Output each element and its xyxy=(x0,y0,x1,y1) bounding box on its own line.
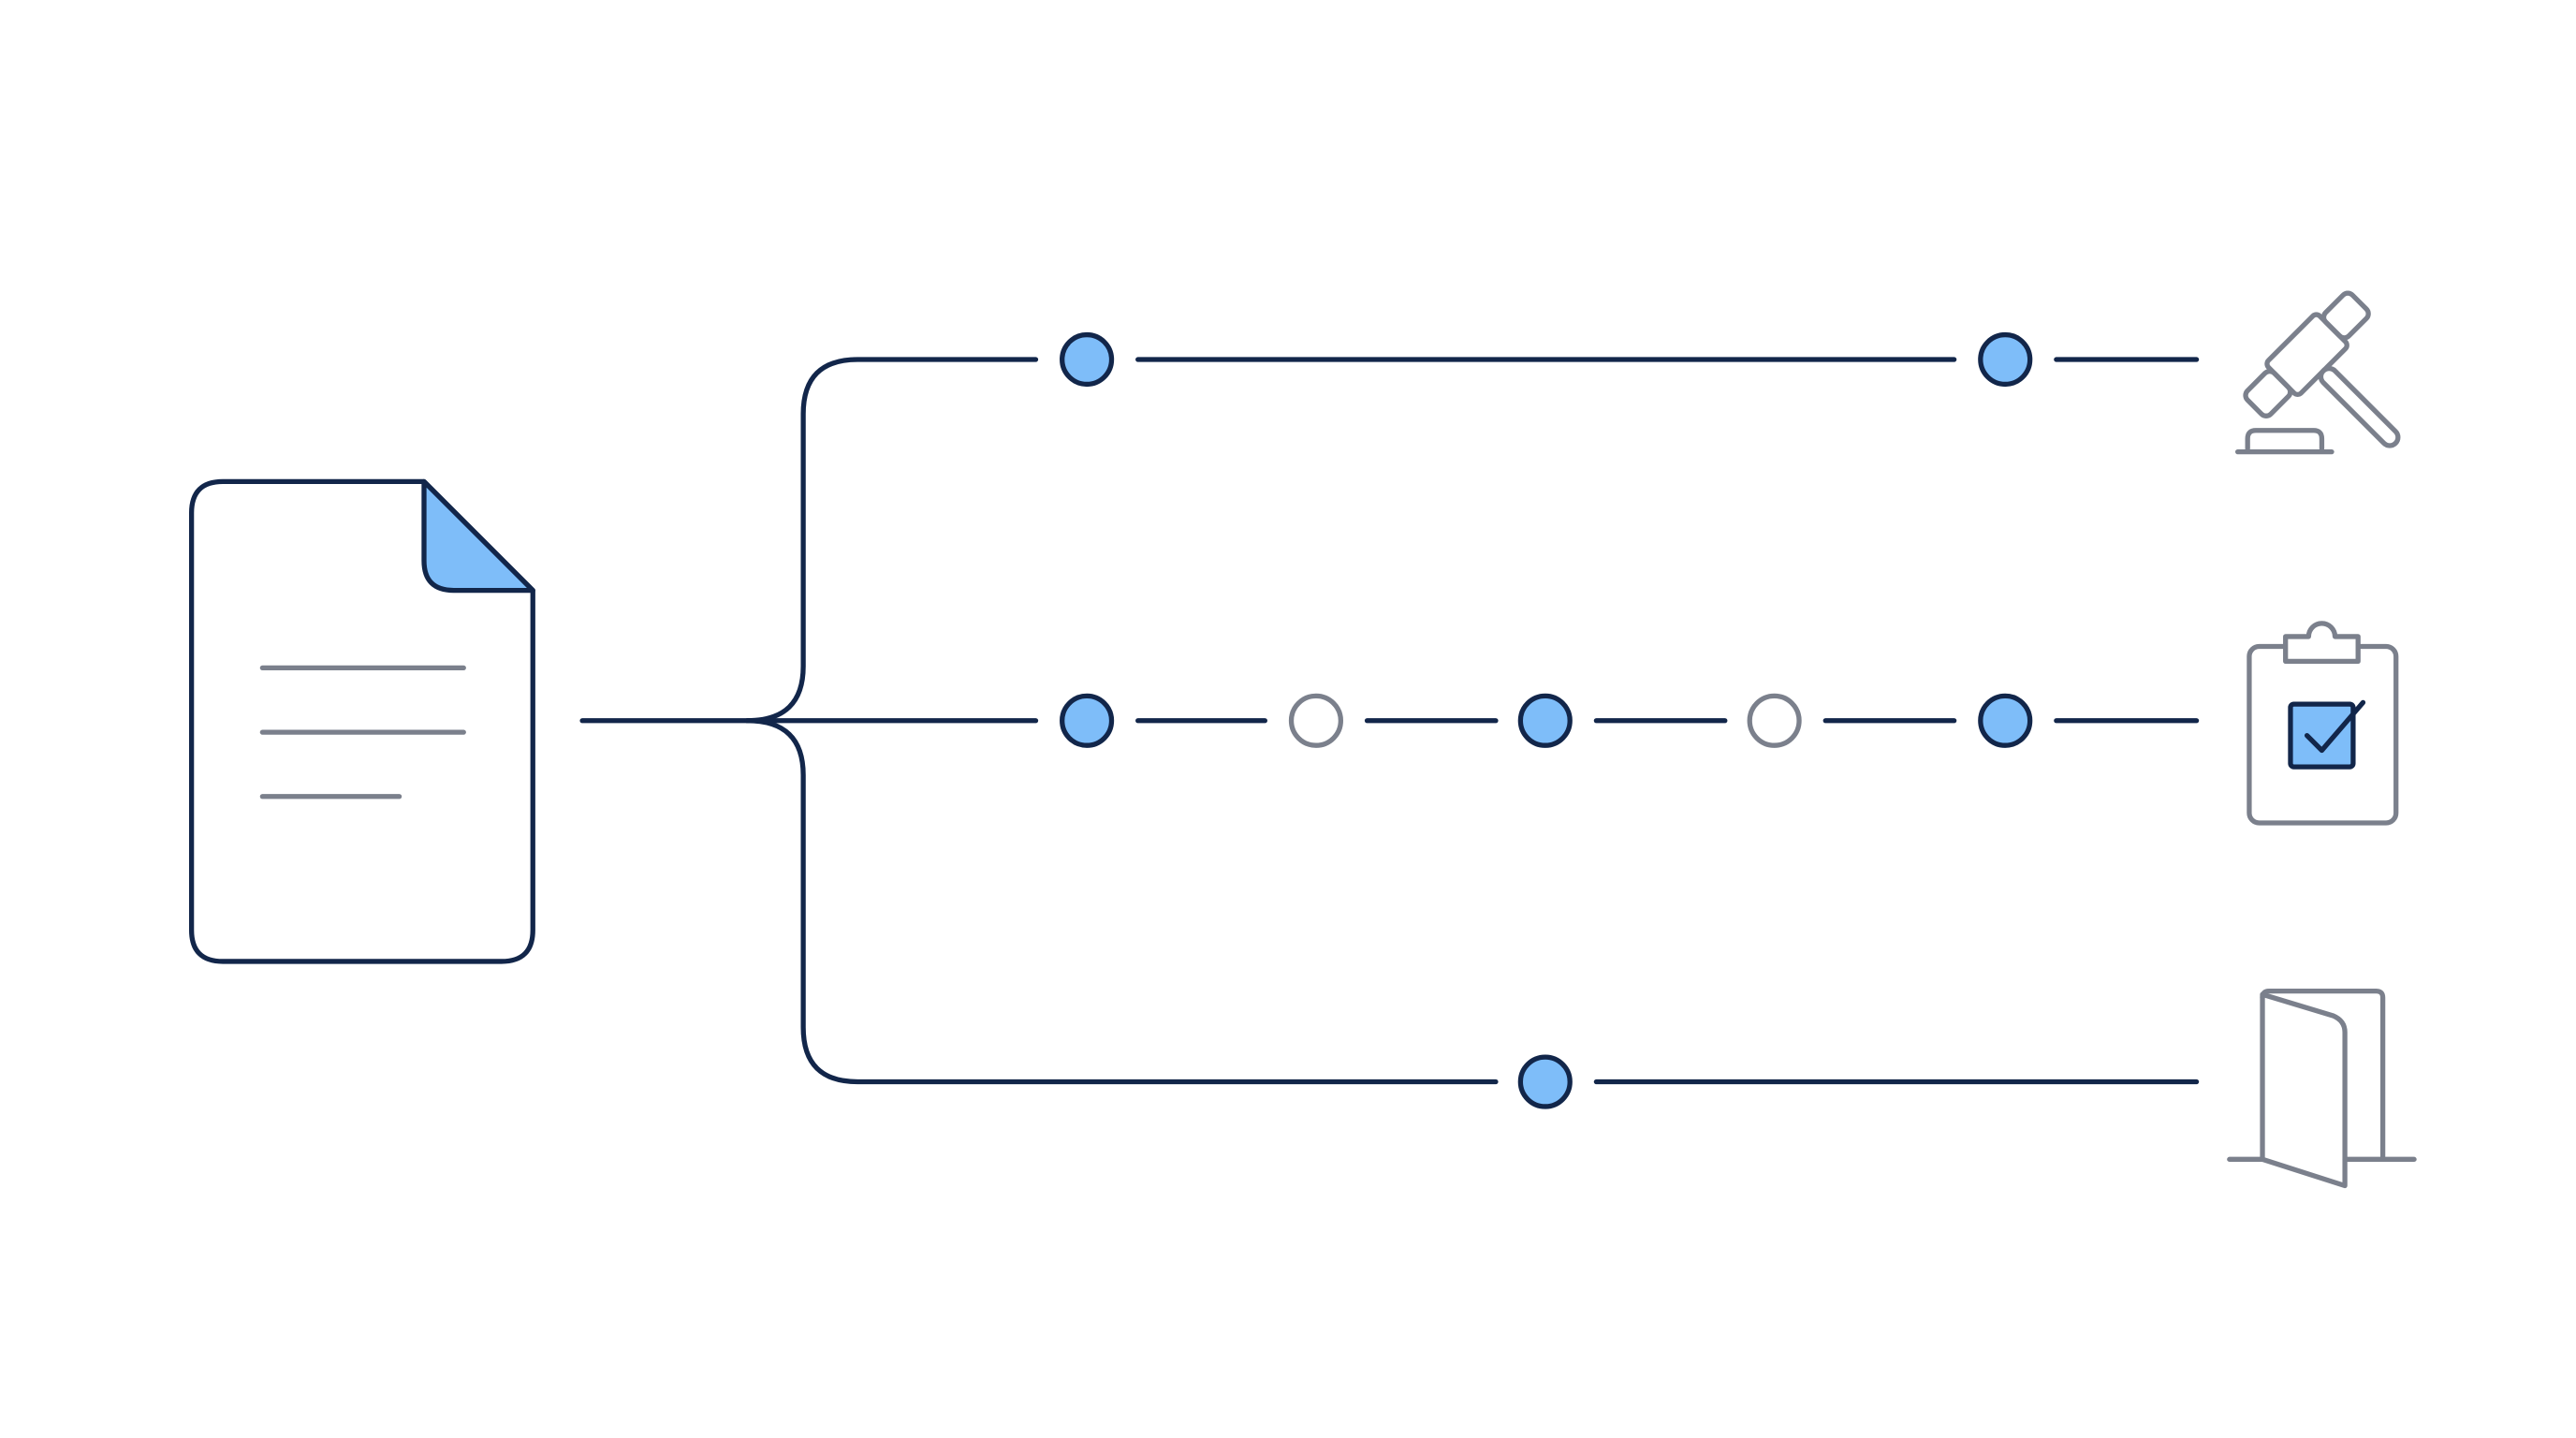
document-icon xyxy=(188,478,535,964)
branch-connector-top xyxy=(744,357,1039,724)
node-filled xyxy=(1978,331,2033,388)
gavel-icon xyxy=(2234,290,2401,455)
node-filled xyxy=(1060,331,1115,388)
branch-bottom xyxy=(1517,1054,2200,1109)
branch-connectors xyxy=(579,357,1499,1085)
branch-connector-bottom xyxy=(744,718,1499,1085)
clipboard-check-icon xyxy=(2247,621,2399,826)
node-filled xyxy=(1060,693,1115,748)
node-filled xyxy=(1517,1054,1573,1109)
document-fold-corner xyxy=(421,478,535,594)
branch-middle xyxy=(749,693,2200,748)
node-filled xyxy=(1517,693,1573,748)
door-icon xyxy=(2227,989,2417,1189)
branch-top xyxy=(1060,331,2200,388)
node-hollow xyxy=(1288,693,1344,748)
node-filled xyxy=(1978,693,2033,748)
node-hollow xyxy=(1747,693,1802,748)
